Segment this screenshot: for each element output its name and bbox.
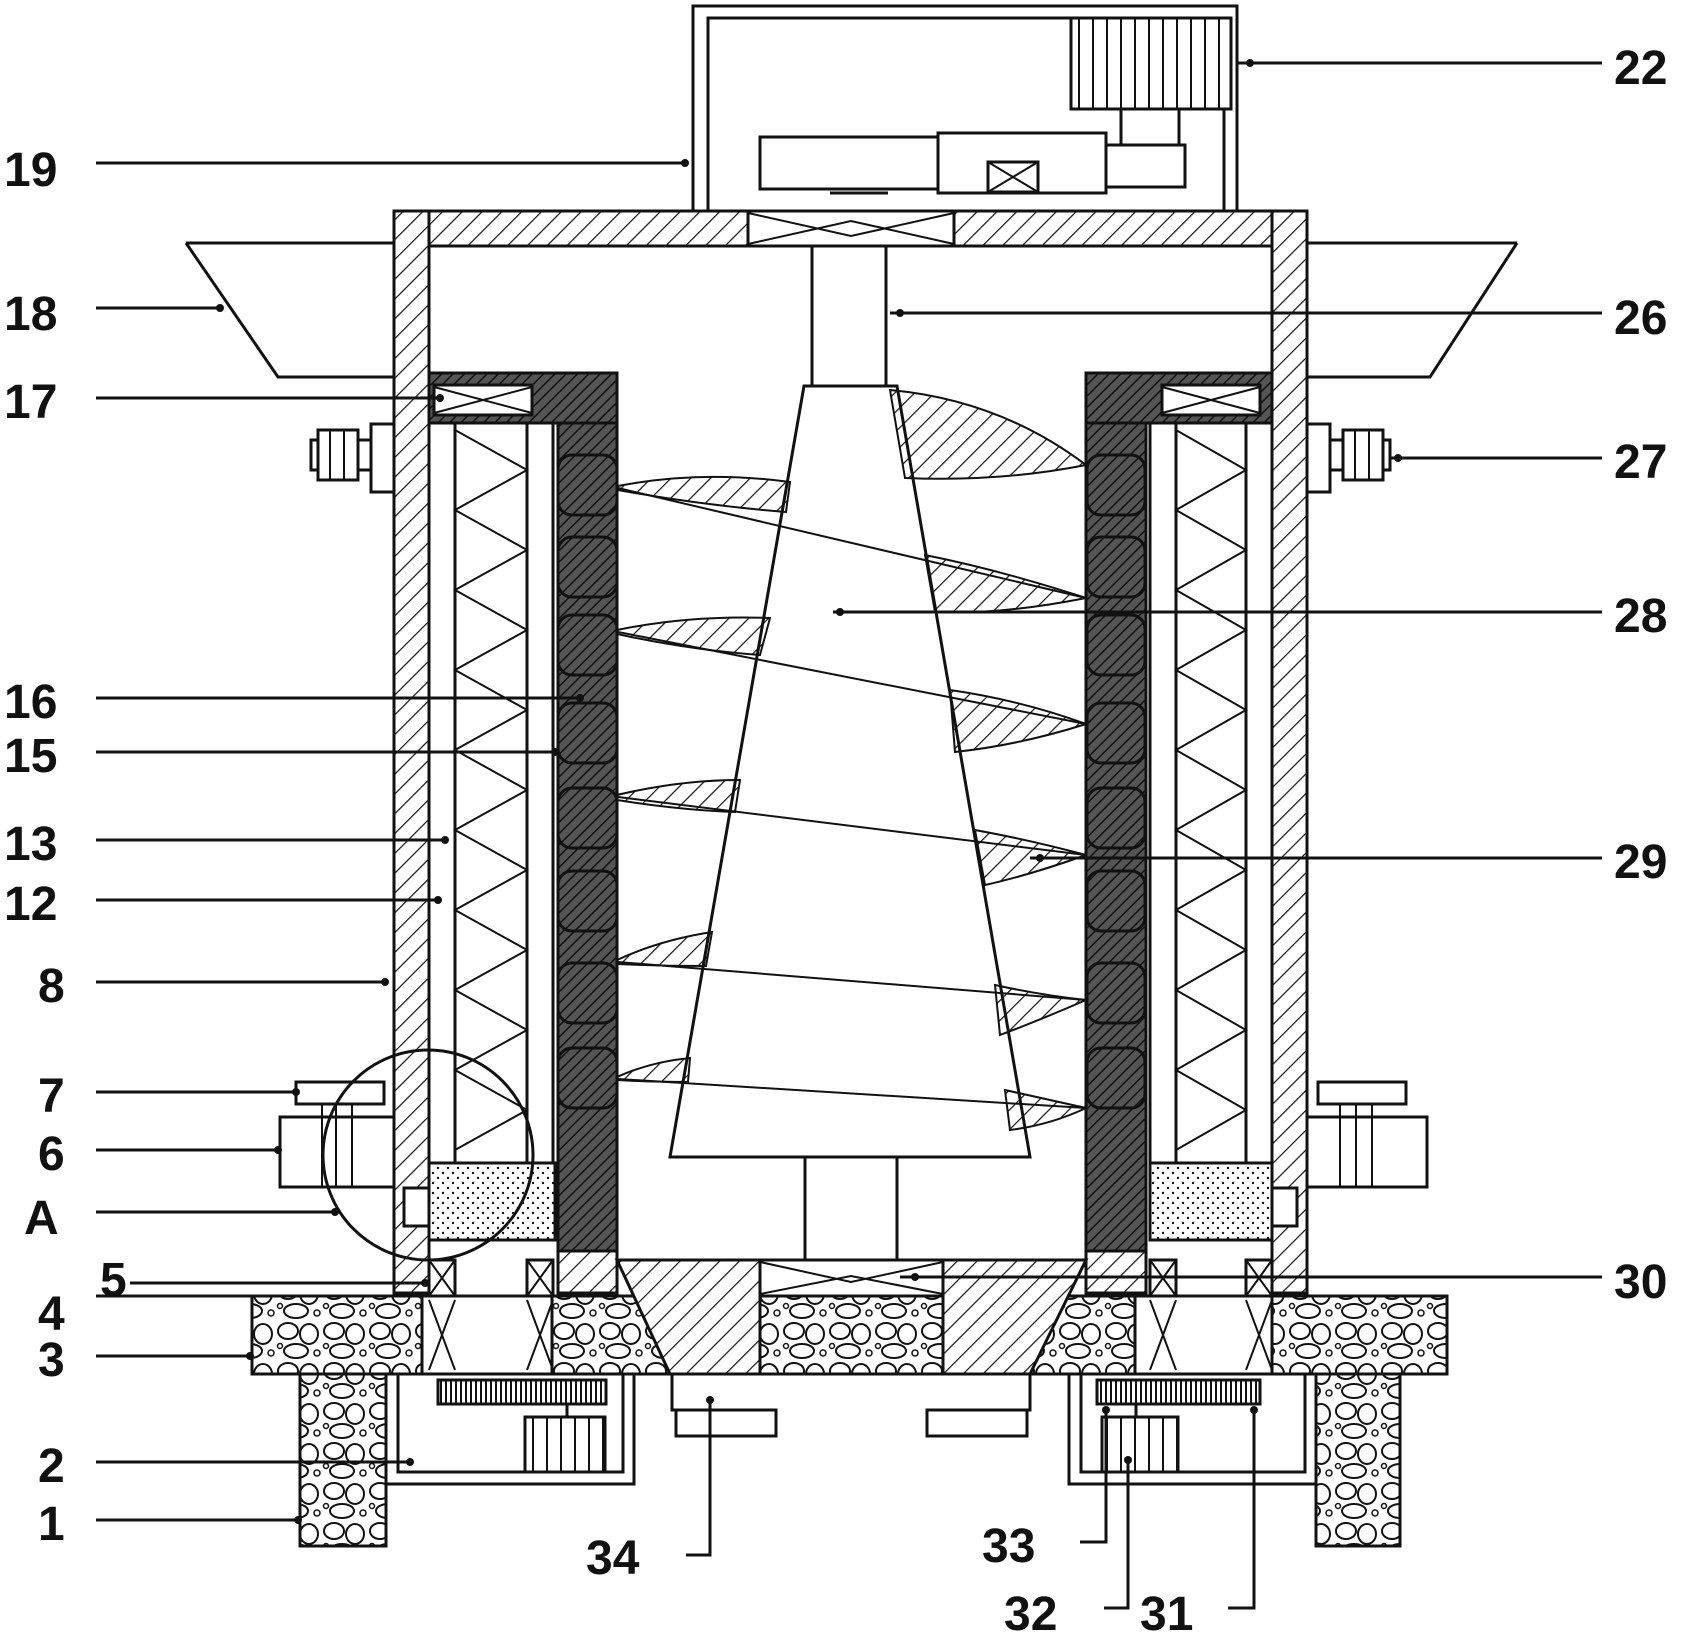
label-3: 3 — [38, 1334, 65, 1387]
label-26: 26 — [1614, 292, 1667, 345]
label-6: 6 — [38, 1128, 65, 1181]
label-33: 33 — [982, 1520, 1035, 1573]
shaft-26 — [810, 244, 888, 388]
bolt-left-27 — [309, 422, 396, 494]
leg-right-1 — [1314, 1372, 1402, 1548]
filter-block-left — [427, 1161, 557, 1242]
rollers-left — [556, 453, 619, 1110]
labels: 19 18 17 16 15 13 12 8 7 6 A 5 4 3 2 1 2… — [4, 42, 1667, 1638]
label-22: 22 — [1614, 42, 1667, 95]
clamp-left-6-7 — [278, 1080, 396, 1189]
label-19: 19 — [4, 144, 57, 197]
label-32: 32 — [1004, 1588, 1057, 1638]
label-28: 28 — [1614, 590, 1667, 643]
outlet-34 — [670, 1374, 1032, 1438]
label-17: 17 — [4, 376, 57, 429]
gearbox-assembly — [758, 131, 1187, 195]
helical-blades-29 — [616, 388, 1090, 1132]
label-5: 5 — [100, 1254, 127, 1307]
hopper-right — [1307, 241, 1519, 379]
label-8: 8 — [38, 960, 65, 1013]
gearbox-right-31-33 — [1067, 1372, 1318, 1486]
label-34: 34 — [586, 1532, 640, 1585]
motor-22 — [1069, 16, 1233, 147]
side-plug-right — [1270, 1186, 1299, 1228]
label-2: 2 — [38, 1440, 65, 1493]
cone-28 — [668, 384, 1032, 1159]
rollers-right — [1085, 453, 1147, 1110]
label-16: 16 — [4, 676, 57, 729]
side-plug-left — [402, 1186, 431, 1228]
leg-left-1 — [298, 1372, 388, 1548]
right-inner-base — [1084, 1249, 1148, 1295]
filter-block-right — [1148, 1161, 1274, 1242]
hopper-left — [184, 241, 397, 379]
label-4: 4 — [38, 1288, 65, 1341]
bolt-right-27 — [1305, 422, 1392, 494]
left-inner-base — [556, 1249, 619, 1295]
spring-tube-right — [1148, 421, 1274, 1165]
gearbox-left-2 — [384, 1372, 636, 1486]
label-30: 30 — [1614, 1256, 1667, 1309]
label-A: A — [24, 1192, 59, 1245]
label-13: 13 — [4, 818, 57, 871]
leader-lines — [96, 59, 1602, 1610]
label-31: 31 — [1140, 1588, 1193, 1638]
label-15: 15 — [4, 730, 57, 783]
clamp-right-6-7 — [1305, 1080, 1429, 1189]
label-12: 12 — [4, 878, 57, 931]
label-1: 1 — [38, 1498, 65, 1551]
label-27: 27 — [1614, 436, 1667, 489]
label-7: 7 — [38, 1070, 65, 1123]
label-18: 18 — [4, 288, 57, 341]
lower-shaft — [803, 1155, 899, 1263]
label-29: 29 — [1614, 836, 1667, 889]
